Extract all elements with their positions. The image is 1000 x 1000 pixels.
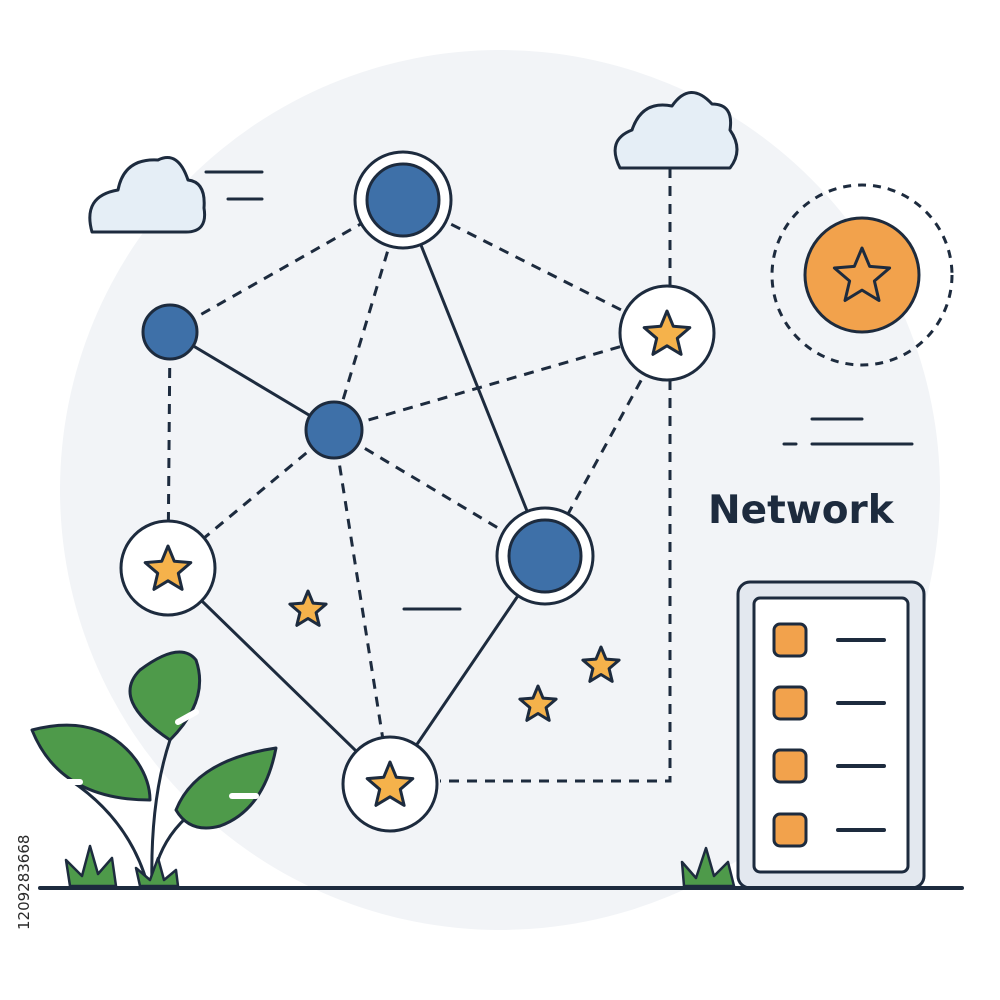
checklist-item (772, 812, 886, 848)
checklist-panel-icon (736, 580, 926, 890)
grass-icon (64, 844, 736, 888)
checklist-item (772, 748, 886, 784)
node-blue-center (304, 400, 364, 460)
checklist-item (772, 685, 886, 721)
node-blue-right (495, 506, 595, 606)
node-blue-left (141, 303, 199, 361)
stars-layer (143, 246, 892, 807)
page-title: Network (708, 488, 895, 533)
cloud-icon (613, 91, 739, 170)
checklist-item (772, 622, 886, 658)
star-icon (581, 645, 621, 683)
star-icon (832, 246, 892, 302)
star-icon (143, 544, 193, 591)
side-id: 1209283668 (15, 835, 33, 930)
node-blue-top (353, 150, 453, 250)
star-icon (365, 760, 415, 807)
cloud-icon (88, 156, 207, 234)
speed-lines (204, 170, 264, 201)
star-icon (518, 684, 558, 722)
star-icon (288, 589, 328, 627)
star-icon (642, 309, 692, 356)
decor-dashes (402, 417, 914, 611)
